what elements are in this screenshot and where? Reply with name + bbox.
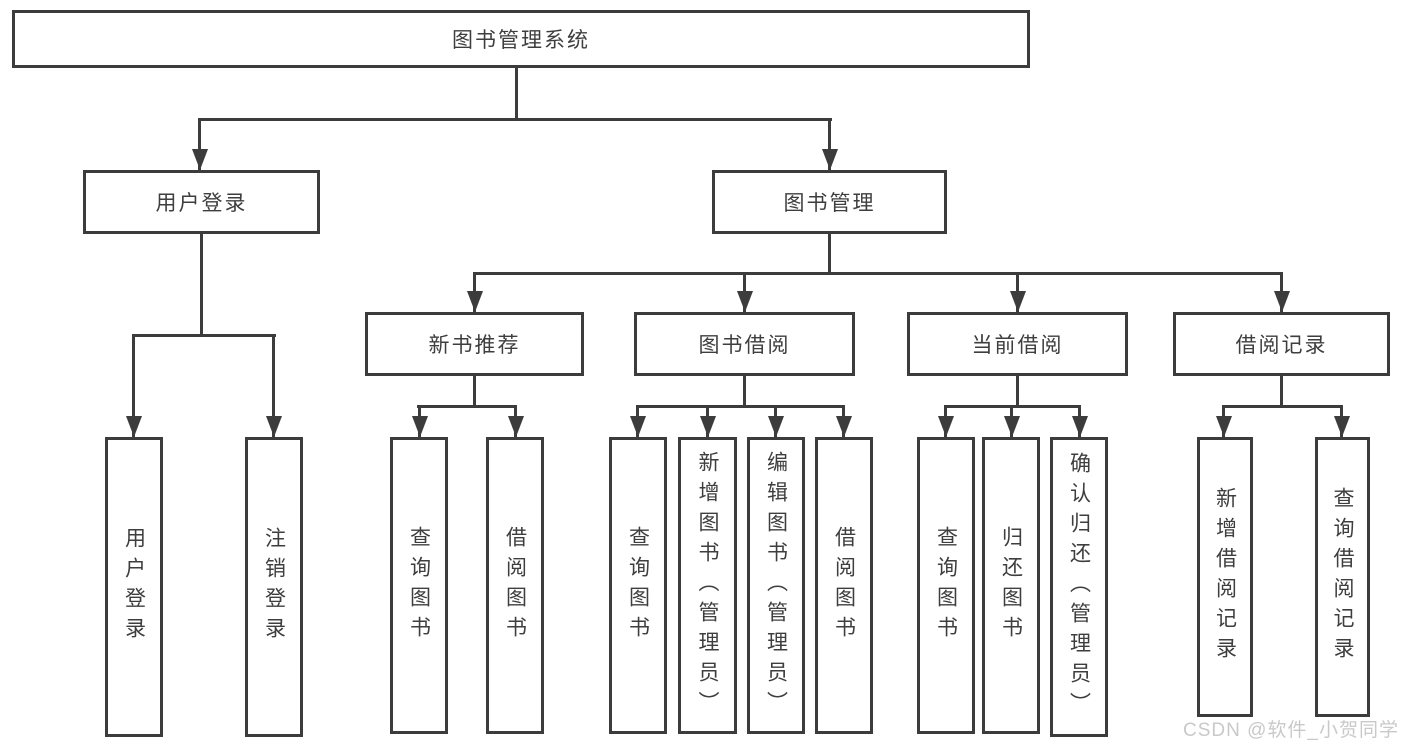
- node-leaf-cb-return-books-label: 归还图书: [999, 525, 1023, 646]
- node-borrow-records: 借阅记录: [1173, 312, 1390, 376]
- arrow-down-borrow-records: [1280, 272, 1283, 312]
- connector-borrow-records-rail: [1222, 405, 1343, 408]
- arrow-down-login: [132, 334, 135, 437]
- node-leaf-bb-query-books-label: 查询图书: [626, 525, 650, 646]
- node-leaf-bb-borrow-books-label: 借阅图书: [832, 525, 856, 646]
- arrow-down-bb-add: [706, 405, 709, 437]
- node-leaf-bb-edit-books-admin: 编辑图书（管理员）: [747, 437, 805, 734]
- connector-book-management-rail: [473, 272, 1282, 275]
- connector-current-borrow-stub: [1016, 374, 1019, 408]
- node-leaf-nbr-borrow-books: 借阅图书: [486, 437, 544, 734]
- arrow-down-bb-edit: [774, 405, 777, 437]
- node-user-login: 用户登录: [83, 170, 320, 234]
- arrow-down-book-borrow: [743, 272, 746, 312]
- arrow-down-cb-query: [944, 405, 947, 437]
- arrow-down-bb-borrow: [842, 405, 845, 437]
- csdn-watermark: CSDN @软件_小贺同学: [1183, 720, 1399, 741]
- arrow-down-book-management: [828, 118, 831, 170]
- node-leaf-logout: 注销登录: [245, 437, 303, 737]
- node-leaf-cb-return-books: 归还图书: [982, 437, 1040, 734]
- arrow-down-logout: [272, 334, 275, 437]
- node-leaf-br-add-record: 新增借阅记录: [1197, 437, 1253, 717]
- node-leaf-bb-add-books-admin-label: 新增图书（管理员）: [696, 450, 720, 721]
- node-book-borrow-label: 图书借阅: [698, 334, 791, 357]
- node-leaf-cb-query-books-label: 查询图书: [934, 525, 958, 646]
- arrow-down-nbr-borrow: [514, 405, 517, 437]
- connector-root-stub: [515, 66, 518, 118]
- node-leaf-br-query-record-label: 查询借阅记录: [1331, 487, 1355, 667]
- node-user-login-label: 用户登录: [155, 192, 248, 215]
- arrow-down-nbr-query: [418, 405, 421, 437]
- node-current-borrow: 当前借阅: [907, 312, 1128, 376]
- node-leaf-bb-query-books: 查询图书: [609, 437, 667, 734]
- arrow-down-cb-return: [1010, 405, 1013, 437]
- node-book-management: 图书管理: [712, 170, 947, 234]
- connector-user-login-rail: [132, 334, 276, 337]
- connector-book-management-stub: [828, 232, 831, 275]
- node-current-borrow-label: 当前借阅: [971, 334, 1064, 357]
- node-leaf-user-login-label: 用户登录: [122, 527, 146, 647]
- node-leaf-br-query-record: 查询借阅记录: [1315, 437, 1370, 717]
- arrow-down-bb-query: [636, 405, 639, 437]
- node-new-book-recommend: 新书推荐: [365, 312, 584, 376]
- arrow-down-user-login: [198, 118, 201, 170]
- node-leaf-user-login: 用户登录: [105, 437, 163, 737]
- arrow-down-current-borrow: [1016, 272, 1019, 312]
- connector-book-borrow-stub: [743, 374, 746, 408]
- node-leaf-bb-add-books-admin: 新增图书（管理员）: [678, 437, 737, 734]
- arrow-down-br-query: [1340, 405, 1343, 437]
- connector-new-book-recommend-rail: [417, 405, 517, 408]
- node-leaf-bb-edit-books-admin-label: 编辑图书（管理员）: [764, 450, 788, 721]
- node-borrow-records-label: 借阅记录: [1235, 334, 1328, 357]
- connector-new-book-recommend-stub: [473, 374, 476, 408]
- node-leaf-logout-label: 注销登录: [262, 527, 286, 647]
- node-book-borrow: 图书借阅: [634, 312, 855, 376]
- node-leaf-cb-query-books: 查询图书: [917, 437, 975, 734]
- node-leaf-cb-confirm-return-admin: 确认归还（管理员）: [1050, 437, 1108, 737]
- arrow-down-br-add: [1222, 405, 1225, 437]
- node-leaf-br-add-record-label: 新增借阅记录: [1213, 487, 1237, 667]
- connector-root-rail: [199, 118, 832, 121]
- connector-user-login-stub: [200, 232, 203, 337]
- node-book-management-label: 图书管理: [783, 192, 876, 215]
- node-leaf-bb-borrow-books: 借阅图书: [815, 437, 873, 734]
- node-root-system-label: 图书管理系统: [452, 29, 590, 52]
- node-leaf-nbr-query-books: 查询图书: [390, 437, 448, 734]
- node-leaf-nbr-borrow-books-label: 借阅图书: [503, 525, 527, 646]
- arrow-down-cb-confirm: [1078, 405, 1081, 437]
- node-new-book-recommend-label: 新书推荐: [428, 334, 521, 357]
- node-leaf-nbr-query-books-label: 查询图书: [407, 525, 431, 646]
- node-root-system: 图书管理系统: [12, 10, 1030, 68]
- connector-borrow-records-stub: [1280, 374, 1283, 408]
- arrow-down-new-book-recommend: [473, 272, 476, 312]
- connector-book-borrow-rail: [636, 405, 845, 408]
- node-leaf-cb-confirm-return-admin-label: 确认归还（管理员）: [1067, 452, 1091, 722]
